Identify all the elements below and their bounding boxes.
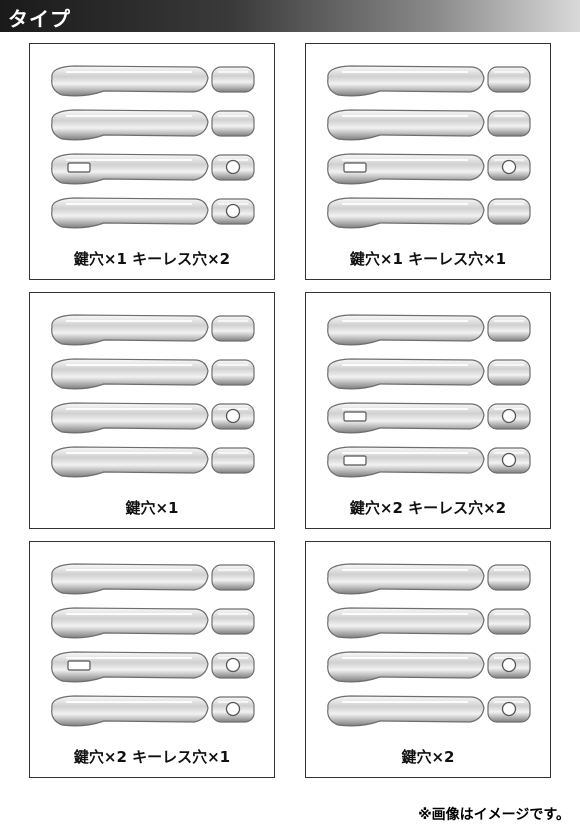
- door-handle-cover: [51, 563, 255, 595]
- door-handle-cover: [51, 607, 255, 639]
- door-handle-cover: [327, 402, 531, 434]
- header-bar: タイプ: [0, 0, 580, 32]
- door-handle-cover: [327, 197, 531, 229]
- header-title: タイプ: [8, 7, 71, 31]
- door-handle-cover: [327, 446, 531, 478]
- type-card-5[interactable]: 鍵穴×2 キーレス穴×1: [29, 541, 275, 778]
- door-handle-cover: [327, 153, 531, 185]
- door-handle-cover: [327, 607, 531, 639]
- door-handle-cover: [327, 563, 531, 595]
- door-handle-cover: [327, 358, 531, 390]
- image-disclaimer: ※画像はイメージです。: [418, 807, 570, 823]
- handle-set-image: [327, 563, 531, 727]
- door-handle-cover: [51, 65, 255, 97]
- door-handle-cover: [51, 402, 255, 434]
- door-handle-cover: [51, 109, 255, 141]
- type-card-label: 鍵穴×1 キーレス穴×1: [349, 250, 507, 268]
- handle-set-image: [51, 563, 255, 727]
- door-handle-cover: [327, 695, 531, 727]
- door-handle-cover: [327, 65, 531, 97]
- handle-set-image: [327, 314, 531, 478]
- door-handle-cover: [51, 314, 255, 346]
- type-card-label: 鍵穴×2 キーレス穴×2: [349, 499, 507, 517]
- door-handle-cover: [51, 197, 255, 229]
- door-handle-cover: [51, 695, 255, 727]
- door-handle-cover: [51, 651, 255, 683]
- door-handle-cover: [327, 109, 531, 141]
- door-handle-cover: [51, 358, 255, 390]
- type-card-label: 鍵穴×1: [125, 499, 179, 517]
- type-card-label: 鍵穴×2: [401, 748, 455, 766]
- type-card-1[interactable]: 鍵穴×1 キーレス穴×2: [29, 43, 275, 280]
- type-card-4[interactable]: 鍵穴×2 キーレス穴×2: [305, 292, 551, 529]
- type-card-label: 鍵穴×1 キーレス穴×2: [73, 250, 231, 268]
- handle-set-image: [51, 314, 255, 478]
- type-card-6[interactable]: 鍵穴×2: [305, 541, 551, 778]
- door-handle-cover: [327, 314, 531, 346]
- door-handle-cover: [51, 446, 255, 478]
- type-card-2[interactable]: 鍵穴×1 キーレス穴×1: [305, 43, 551, 280]
- type-card-label: 鍵穴×2 キーレス穴×1: [73, 748, 231, 766]
- handle-set-image: [51, 65, 255, 229]
- door-handle-cover: [51, 153, 255, 185]
- type-card-3[interactable]: 鍵穴×1: [29, 292, 275, 529]
- door-handle-cover: [327, 651, 531, 683]
- handle-set-image: [327, 65, 531, 229]
